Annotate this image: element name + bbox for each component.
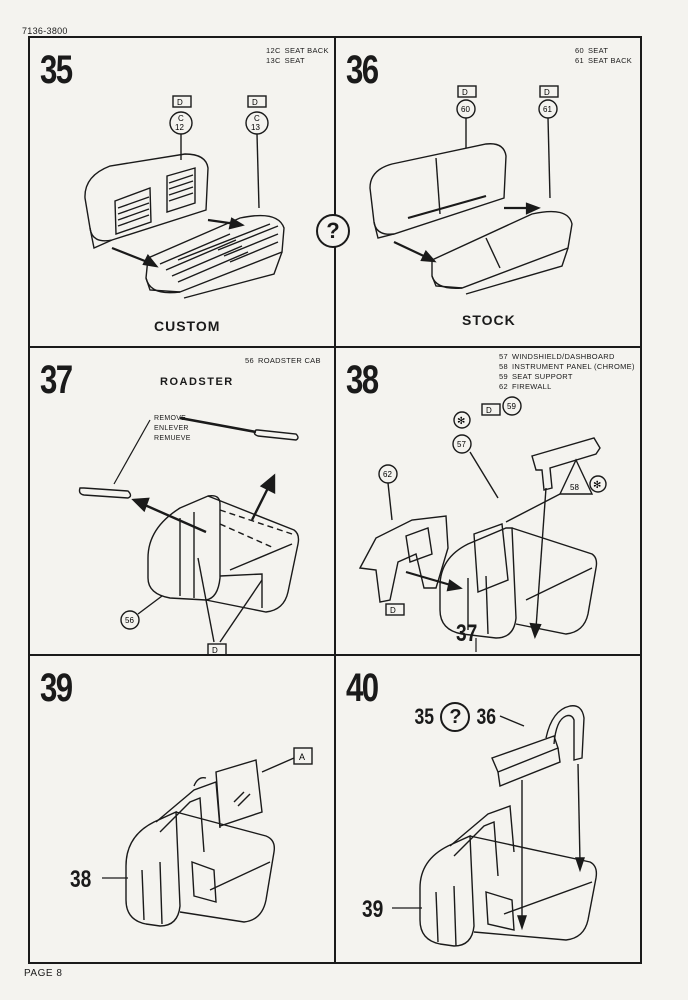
roadster-title: ROADSTER bbox=[160, 376, 234, 388]
callout-57: 57 bbox=[457, 440, 466, 449]
callout-a: A bbox=[299, 752, 305, 762]
svg-text:D: D bbox=[252, 98, 258, 107]
step-number: 36 bbox=[346, 48, 379, 92]
svg-text:D: D bbox=[486, 406, 492, 415]
step-number: 35 bbox=[40, 48, 73, 92]
choice-left: 35 bbox=[414, 704, 435, 729]
reference-step-38: 38 bbox=[70, 866, 92, 893]
seat-install-illustration bbox=[392, 705, 598, 947]
callout-60: 60 bbox=[461, 105, 470, 114]
document-code: 7136-3800 bbox=[22, 26, 68, 36]
callout-c12-bottom: 12 bbox=[175, 123, 184, 132]
svg-text:D: D bbox=[212, 646, 218, 654]
callout-62: 62 bbox=[383, 470, 392, 479]
grid-divider-vertical bbox=[334, 38, 336, 964]
grid-divider-row2 bbox=[30, 654, 640, 656]
step-number: 39 bbox=[40, 666, 73, 710]
remove-instruction: REMOVE ENLEVER REMUEVE bbox=[154, 415, 191, 442]
step-40-panel: 40 35 ? 36 bbox=[336, 656, 640, 964]
callout-c13-top: C bbox=[254, 114, 260, 123]
callout-c13-bottom: 13 bbox=[251, 123, 260, 132]
page-number: PAGE 8 bbox=[24, 968, 63, 979]
reference-step-37: 37 bbox=[456, 620, 478, 647]
svg-text:✻: ✻ bbox=[593, 480, 601, 491]
step-number: 40 bbox=[346, 666, 379, 710]
svg-text:D: D bbox=[544, 88, 550, 97]
callout-59: 59 bbox=[507, 402, 516, 411]
choice-symbol: ? bbox=[440, 702, 471, 732]
callout-58: 58 bbox=[570, 483, 579, 492]
svg-text:✻: ✻ bbox=[457, 416, 465, 427]
callout-c12-top: C bbox=[178, 114, 184, 123]
step-caption: CUSTOM bbox=[154, 318, 221, 334]
step-caption: STOCK bbox=[462, 312, 516, 328]
grid-divider-row1 bbox=[30, 346, 640, 348]
choice-right: 36 bbox=[476, 704, 497, 729]
svg-text:D: D bbox=[462, 88, 468, 97]
svg-text:D: D bbox=[390, 606, 396, 615]
windshield-firewall-illustration: D D ✻ ✻ 59 57 58 62 bbox=[358, 396, 607, 652]
custom-seat-illustration: D D C 12 C 13 bbox=[84, 95, 285, 299]
window-glass-illustration: A bbox=[102, 747, 313, 927]
reference-step-39: 39 bbox=[362, 896, 384, 923]
callout-61: 61 bbox=[543, 105, 552, 114]
choice-symbol: ? bbox=[316, 214, 350, 248]
step-number: 37 bbox=[40, 358, 73, 402]
step-number: 38 bbox=[346, 358, 379, 402]
svg-text:D: D bbox=[177, 98, 183, 107]
stock-seat-illustration: D D 60 61 bbox=[369, 85, 573, 295]
seat-choice: 35 ? 36 bbox=[412, 702, 499, 732]
step-39-panel: 39 A bbox=[30, 656, 334, 964]
roadster-cab-illustration: 56 D bbox=[78, 416, 300, 654]
callout-56: 56 bbox=[125, 616, 134, 625]
